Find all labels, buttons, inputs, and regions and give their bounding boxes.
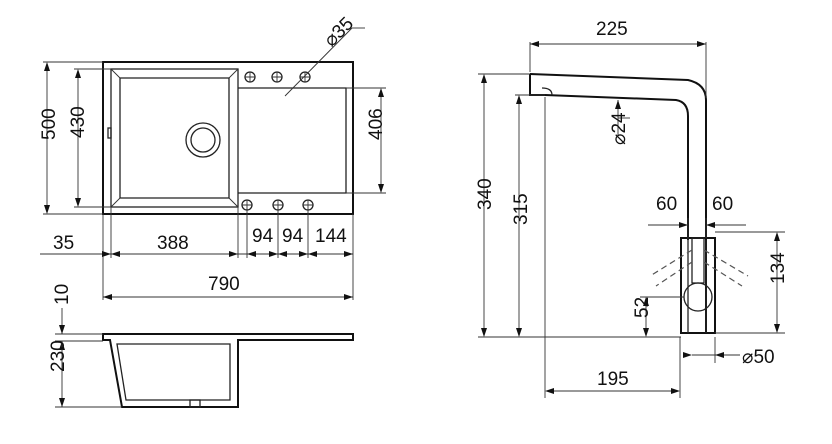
- dim-195: 195: [597, 369, 629, 390]
- dim-94-b: 94: [282, 226, 304, 247]
- dim-406: 406: [366, 108, 387, 140]
- sink-outline: [102, 61, 354, 215]
- faucet-side-view: 225 340 315 ⌀24 60 60 134: [475, 19, 789, 398]
- sink-side-view: 10 230: [48, 284, 354, 408]
- dim-225: 225: [596, 19, 628, 40]
- dim-diameter-35: ⌀35: [320, 13, 358, 51]
- dim-388: 388: [157, 233, 189, 254]
- dim-790: 790: [208, 274, 240, 295]
- dim-diameter-24: ⌀24: [609, 112, 630, 145]
- sink-top-view: ⌀35 500 430 406 35 388 94 94 144: [39, 13, 387, 300]
- dim-94-a: 94: [252, 226, 274, 247]
- drain-inner: [190, 127, 216, 153]
- dim-230: 230: [48, 340, 69, 372]
- dim-35: 35: [53, 233, 74, 254]
- sink-bowl-outer: [110, 68, 239, 208]
- faucet-spout: [529, 73, 707, 333]
- dim-315: 315: [511, 193, 532, 225]
- dim-500: 500: [39, 108, 60, 140]
- dim-diameter-50: ⌀50: [742, 347, 775, 368]
- drain-outer: [185, 122, 221, 158]
- dim-60-right: 60: [712, 194, 733, 215]
- dim-340: 340: [475, 178, 496, 210]
- dim-60-left: 60: [656, 194, 677, 215]
- sink-side-profile: [102, 333, 354, 408]
- drainboard: [238, 87, 347, 194]
- faucet-body: [680, 237, 716, 334]
- sink-bowl-inner: [119, 77, 230, 199]
- dim-430: 430: [68, 106, 89, 138]
- dim-10: 10: [52, 284, 73, 305]
- dim-52: 52: [632, 297, 653, 318]
- dim-134: 134: [768, 252, 789, 284]
- dim-144: 144: [315, 226, 347, 247]
